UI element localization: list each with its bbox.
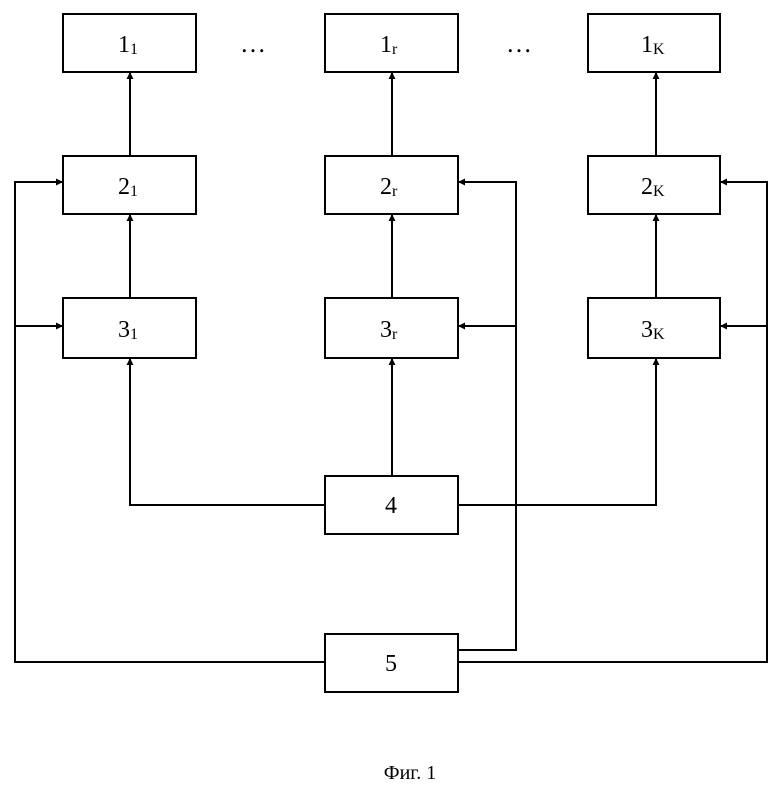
block-3-1-label: 3 [118, 317, 130, 343]
ellipsis-left: … [240, 29, 269, 58]
block-3-1: 31 [63, 298, 196, 358]
block-2-r-label: 2 [380, 174, 392, 200]
block-3-k: 3K [588, 298, 720, 358]
block-5: 5 [325, 634, 458, 692]
block-1-k-label: 1 [641, 32, 653, 58]
block-1-1: 11 [63, 14, 196, 72]
block-4: 4 [325, 476, 458, 534]
block-1-r-label: 1 [380, 32, 392, 58]
block-2-r: 2r [325, 156, 458, 214]
ellipsis-right: … [506, 29, 535, 58]
block-3-1-subscript: 1 [130, 326, 138, 343]
block-1-k-subscript: K [653, 41, 665, 58]
block-3-r-label: 3 [380, 317, 392, 343]
arrow-4-to-3-k [458, 358, 656, 505]
block-3-r-subscript: r [392, 326, 398, 343]
block-2-1-label: 2 [118, 174, 130, 200]
figure-caption: Фиг. 1 [384, 762, 436, 784]
block-2-r-subscript: r [392, 183, 398, 200]
block-1-r: 1r [325, 14, 458, 72]
block-2-1: 21 [63, 156, 196, 214]
block-2-k-label: 2 [641, 174, 653, 200]
block-3-k-label: 3 [641, 317, 653, 343]
block-2-1-subscript: 1 [130, 183, 138, 200]
block-5-label: 5 [385, 651, 397, 677]
block-1-k: 1K [588, 14, 720, 72]
block-3-r: 3r [325, 298, 458, 358]
block-2-k-subscript: K [653, 183, 665, 200]
block-3-k-subscript: K [653, 326, 665, 343]
block-1-r-subscript: r [392, 41, 398, 58]
block-2-k: 2K [588, 156, 720, 214]
arrow-5-to-2-r [458, 182, 516, 650]
arrow-4-to-3-1 [130, 358, 325, 505]
block-1-1-subscript: 1 [130, 41, 138, 58]
arrow-5-to-2-1 [15, 182, 325, 662]
block-4-label: 4 [385, 493, 397, 519]
block-1-1-label: 1 [118, 32, 130, 58]
arrow-5-to-2-k [458, 182, 767, 662]
